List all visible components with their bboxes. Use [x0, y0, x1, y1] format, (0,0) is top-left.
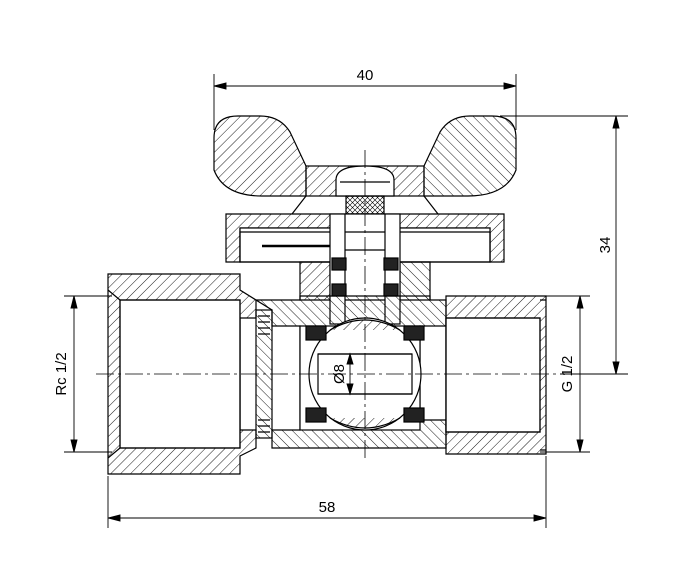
dim-label-bottom-length: 58	[319, 499, 336, 516]
dim-label-height: 34	[597, 237, 614, 254]
dim-label-left-thread: Rc 1/2	[53, 352, 70, 395]
dimension-height	[500, 115, 628, 375]
dimension-bore	[346, 352, 354, 396]
dimension-left-thread	[64, 295, 112, 453]
center-lines	[96, 150, 600, 460]
dim-label-bore: Ø8	[331, 364, 348, 384]
valve-body-right	[445, 295, 547, 455]
dim-label-right-thread: G 1/2	[559, 356, 576, 393]
dim-label-top-width: 40	[357, 67, 374, 84]
dimension-bottom-length	[107, 456, 547, 528]
dimension-right-thread	[540, 295, 590, 453]
dimension-top-width	[213, 74, 517, 130]
